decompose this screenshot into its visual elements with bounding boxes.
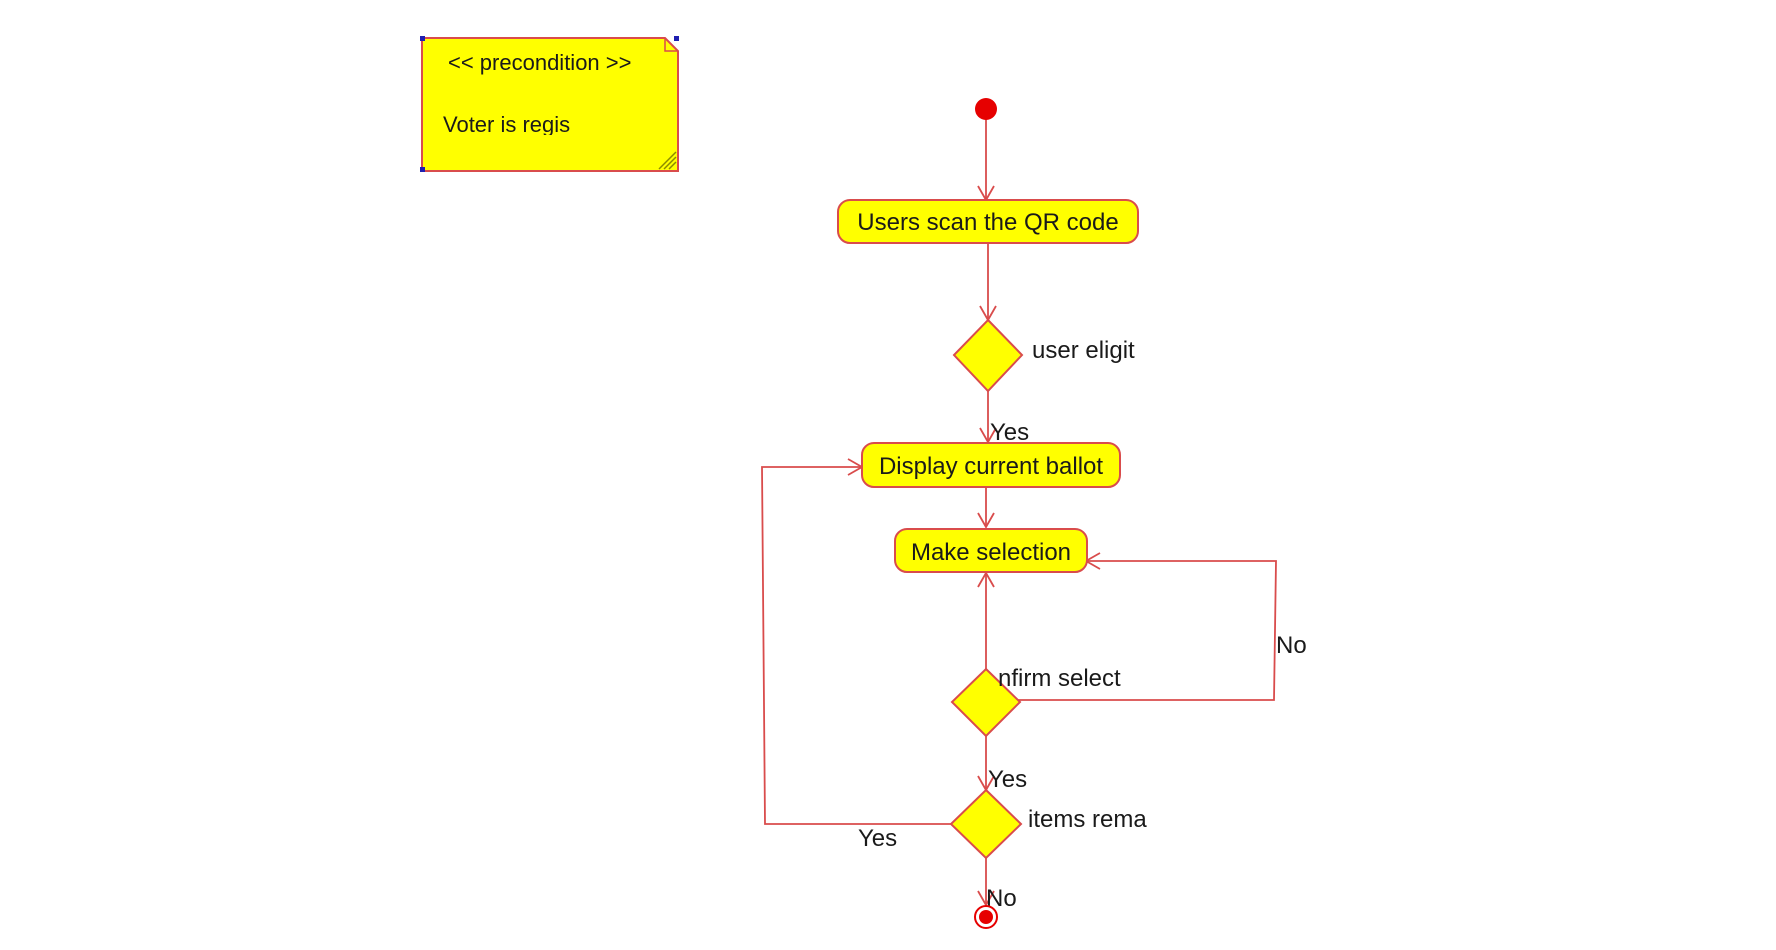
edge-confirm-no-loop xyxy=(1018,560,1277,701)
decision-eligible[interactable] xyxy=(952,318,1024,393)
decision-confirm[interactable] xyxy=(950,667,1022,738)
precondition-note[interactable]: << precondition >> Voter is regis xyxy=(420,36,679,172)
guard-label: Yes xyxy=(858,825,897,852)
guard-label: Yes xyxy=(988,766,1027,793)
decision-label: user eligit xyxy=(1032,337,1135,364)
note-body: Voter is regis xyxy=(443,112,570,137)
edge-remaining-yes-loop xyxy=(761,466,956,825)
action-make-selection[interactable]: Make selection xyxy=(894,528,1088,573)
decision-label: nfirm select xyxy=(998,665,1121,692)
decision-label: items rema xyxy=(1028,806,1147,833)
action-label: Make selection xyxy=(911,539,1071,566)
decision-remaining[interactable] xyxy=(949,788,1023,860)
action-scan-qr[interactable]: Users scan the QR code xyxy=(837,199,1139,244)
end-node[interactable] xyxy=(974,905,998,929)
action-label: Users scan the QR code xyxy=(857,209,1118,236)
arrowhead-icon xyxy=(977,512,995,529)
start-node[interactable] xyxy=(975,98,997,120)
guard-label: No xyxy=(1276,632,1307,659)
selection-handle-icon[interactable] xyxy=(674,36,679,41)
action-label: Display current ballot xyxy=(879,453,1103,480)
selection-handle-icon[interactable] xyxy=(420,167,425,172)
note-stereotype: << precondition >> xyxy=(448,50,631,75)
action-display-ballot[interactable]: Display current ballot xyxy=(861,442,1121,488)
guard-label: Yes xyxy=(990,419,1029,446)
selection-handle-icon[interactable] xyxy=(420,36,425,41)
